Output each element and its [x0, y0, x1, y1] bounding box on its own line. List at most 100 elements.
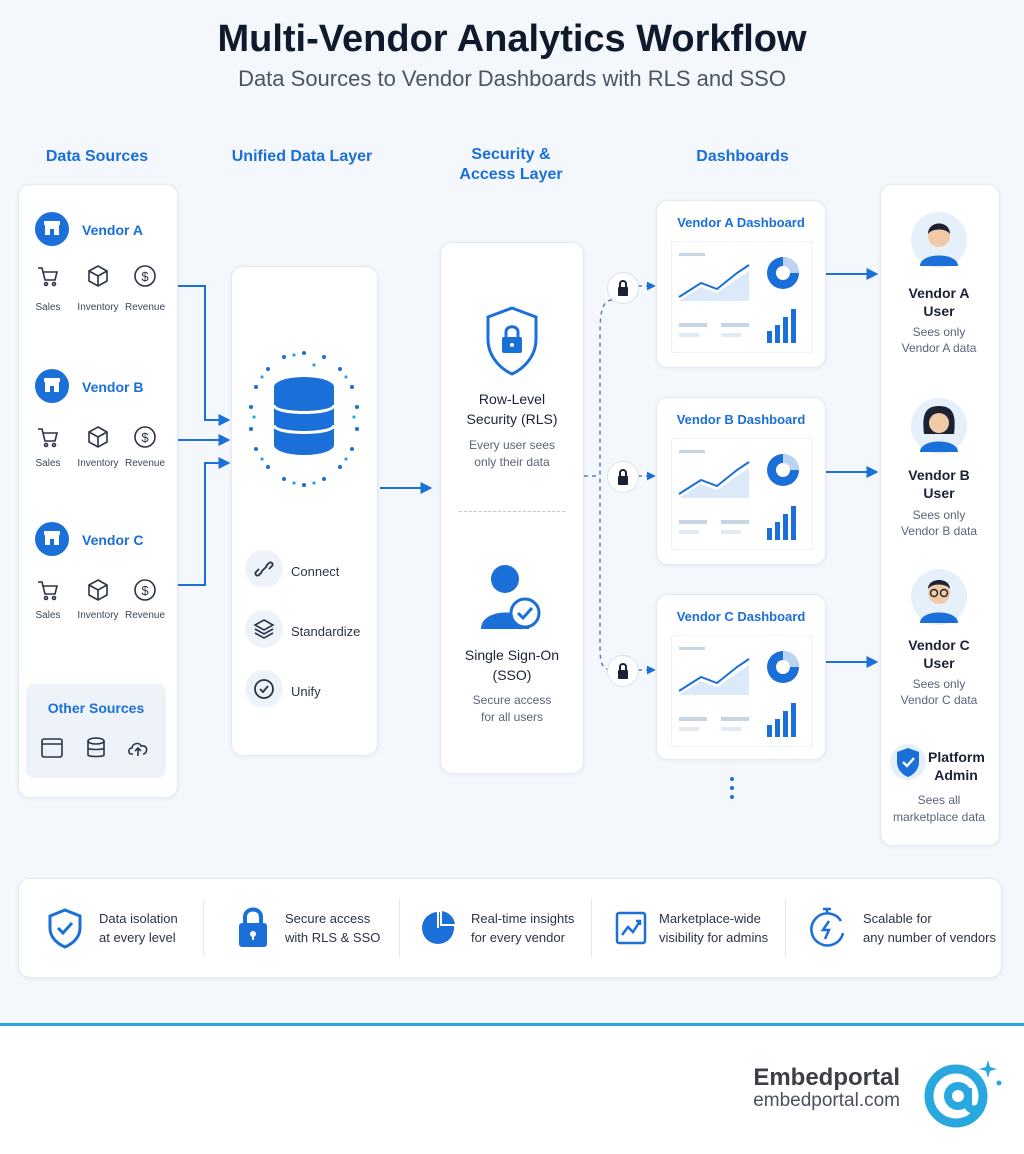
- item-label: Revenue: [124, 610, 166, 621]
- dashboard-card-a[interactable]: Vendor A Dashboard: [656, 200, 826, 368]
- dashboard-title: Vendor A Dashboard: [677, 215, 805, 230]
- dashboard-preview: [671, 438, 813, 550]
- user-name-line2: User: [923, 303, 955, 319]
- shield-check-icon: [47, 907, 83, 954]
- more-dots-dashboards: [730, 777, 734, 799]
- user-name-line1: Vendor B: [908, 467, 970, 483]
- svg-text:$: $: [141, 583, 149, 598]
- other-sources-label: Other Sources: [47, 700, 145, 716]
- other-sources-box: Other Sources: [26, 684, 166, 778]
- user-desc-line1: Sees only: [912, 677, 966, 691]
- item-label: Sales: [35, 458, 61, 469]
- speed-scale-icon: [807, 907, 847, 954]
- dashboard-preview: [671, 635, 813, 747]
- sso-user-icon: [481, 565, 541, 629]
- col-heading-data-sources: Data Sources: [45, 148, 149, 165]
- box-icon: [86, 425, 110, 454]
- features-bar: Data isolation at every level Secure acc…: [18, 878, 1002, 978]
- step-label: Standardize: [291, 624, 361, 639]
- user-name-line2: User: [923, 485, 955, 501]
- source-name: Vendor A: [82, 222, 143, 238]
- admin-desc-line1: Sees all: [917, 793, 961, 807]
- arrow-vendor-a: [178, 285, 231, 426]
- user-desc-line1: Sees only: [912, 508, 966, 522]
- user-name: Vendor C User: [880, 636, 998, 672]
- feature-text: Real-time insights for every vendor: [471, 909, 574, 947]
- feature-line1: Real-time insights: [471, 911, 575, 926]
- user-desc-line2: Vendor A data: [901, 341, 977, 355]
- user-desc: Sees only Vendor C data: [880, 676, 998, 708]
- divider: [203, 899, 204, 957]
- footer-rule: [0, 1023, 1024, 1026]
- divider: [399, 899, 400, 957]
- unified-database-icon: [249, 351, 359, 487]
- admin-desc-line2: marketplace data: [892, 810, 986, 824]
- footer: [0, 1026, 1024, 1154]
- store-icon: [35, 369, 69, 403]
- feature-line1: Secure access: [285, 911, 371, 926]
- item-label: Revenue: [124, 458, 166, 469]
- rls-desc-line2: only their data: [474, 455, 550, 469]
- dashboard-card-c[interactable]: Vendor C Dashboard: [656, 594, 826, 760]
- pie-chart-icon: [421, 908, 458, 950]
- sso-title: Single Sign-On (SSO): [441, 645, 583, 685]
- store-icon: [35, 212, 69, 246]
- col-heading-security: Security & Access Layer: [440, 145, 582, 185]
- page-title: Multi-Vendor Analytics Workflow: [217, 18, 807, 60]
- arrow-vendor-c: [178, 457, 231, 586]
- rls-title: Row-Level Security (RLS): [441, 389, 583, 429]
- rls-desc: Every user sees only their data: [441, 437, 583, 471]
- sso-title-line1: Single Sign-On: [464, 647, 560, 663]
- sso-desc-line2: for all users: [480, 710, 544, 724]
- source-name: Vendor C: [82, 532, 144, 548]
- avatar-icon: [911, 212, 967, 268]
- source-name: Vendor B: [82, 379, 144, 395]
- svg-text:$: $: [141, 269, 149, 284]
- trend-chart-icon: [615, 911, 647, 950]
- shield-lock-icon: [486, 306, 538, 376]
- lock-icon: [607, 461, 639, 493]
- feature-line2: visibility for admins: [659, 930, 769, 945]
- layers-icon: [245, 610, 283, 648]
- col-heading-unified: Unified Data Layer: [231, 148, 373, 165]
- user-name-line1: Vendor C: [908, 637, 970, 653]
- sso-desc-line1: Secure access: [472, 693, 552, 707]
- divider: [459, 511, 565, 512]
- user-desc-line1: Sees only: [912, 325, 966, 339]
- link-icon: [245, 550, 283, 588]
- avatar-icon: [911, 569, 967, 625]
- admin-name-line2: Admin: [934, 767, 978, 783]
- dashboard-title: Vendor B Dashboard: [676, 412, 806, 427]
- feature-text: Data isolation at every level: [99, 909, 178, 947]
- dashed-branch: [584, 299, 613, 671]
- avatar-icon: [911, 398, 967, 454]
- divider: [591, 899, 592, 957]
- store-icon: [35, 522, 69, 556]
- item-label: Inventory: [77, 458, 119, 469]
- item-label: Inventory: [77, 610, 119, 621]
- brand-url[interactable]: embedportal.com: [753, 1090, 900, 1111]
- cart-icon: [36, 264, 60, 293]
- dashboard-card-b[interactable]: Vendor B Dashboard: [656, 397, 826, 565]
- feature-line1: Scalable for: [863, 911, 932, 926]
- item-label: Sales: [35, 610, 61, 621]
- item-label: Sales: [35, 302, 61, 313]
- page-subtitle: Data Sources to Vendor Dashboards with R…: [238, 66, 786, 91]
- shield-check-icon: [890, 744, 926, 780]
- users-panel: [880, 184, 1000, 846]
- brand-name: Embedportal: [753, 1064, 900, 1091]
- feature-line2: any number of vendors: [863, 930, 996, 945]
- svg-text:$: $: [141, 430, 149, 445]
- feature-line2: for every vendor: [471, 930, 565, 945]
- sso-title-line2: (SSO): [492, 667, 532, 683]
- lock-icon: [607, 272, 639, 304]
- step-label: Connect: [291, 564, 340, 579]
- user-desc-line2: Vendor C data: [900, 693, 978, 707]
- col-heading-dashboards: Dashboards: [696, 148, 789, 165]
- dashboard-title: Vendor C Dashboard: [676, 609, 806, 624]
- step-label: Unify: [291, 684, 321, 699]
- admin-name-line1: Platform: [928, 749, 985, 765]
- cart-icon: [36, 425, 60, 454]
- box-icon: [86, 264, 110, 293]
